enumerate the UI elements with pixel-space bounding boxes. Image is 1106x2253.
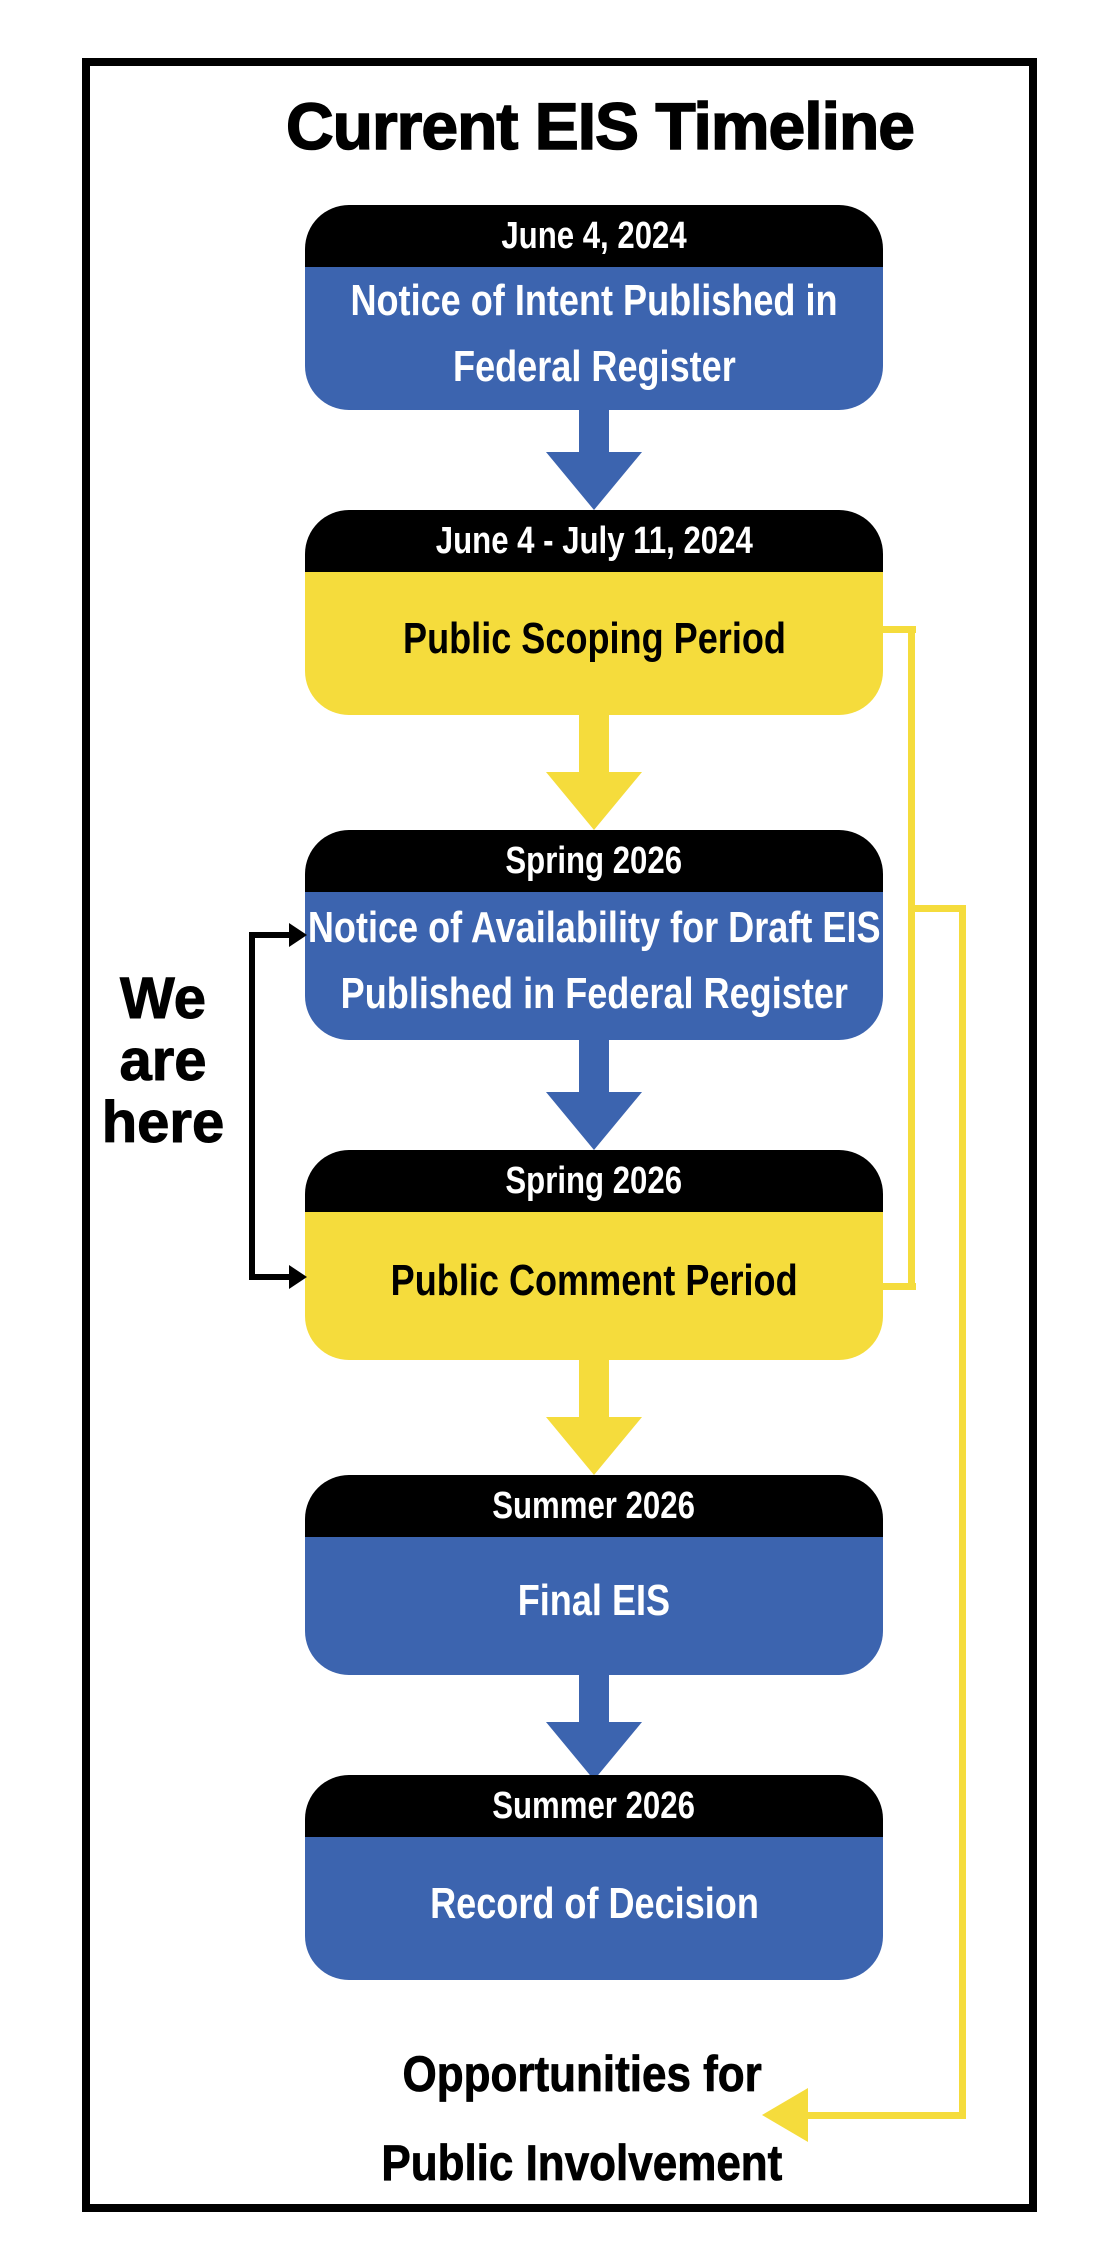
connector-stub-to-comment [872,1283,916,1290]
down-arrow-blue-3-icon [546,1092,642,1150]
public-involvement-line: Public Involvement [381,2135,783,2192]
we-are-here-line: are [119,1028,207,1093]
step-date: June 4, 2024 [501,214,687,257]
step-date-header: Spring 2026 [305,830,883,892]
connector-branch-horizontal [908,905,966,912]
we-are-here-line: We [120,966,207,1031]
step-body: Notice of Intent Published in Federal Re… [305,267,883,410]
step-box-noa-draft-eis: Spring 2026 Notice of Availability for D… [305,830,883,1040]
step-box-public-comment: Spring 2026 Public Comment Period [305,1150,883,1360]
step-box-record-of-decision: Summer 2026 Record of Decision [305,1775,883,1980]
we-are-here-line: here [101,1090,225,1155]
public-involvement-line: Opportunities for [402,2046,762,2103]
step-body: Public Scoping Period [305,572,883,715]
outer-border [82,58,1037,2212]
down-arrow-yellow-4-icon [546,1417,642,1475]
page-title: Current EIS Timeline [285,88,915,164]
step-date-header: Summer 2026 [305,1775,883,1837]
down-arrow-blue-1-icon [546,452,642,510]
step-date: June 4 - July 11, 2024 [435,519,753,562]
step-date: Spring 2026 [505,1159,683,1202]
step-label-line: Final EIS [517,1576,671,1625]
flow-arrow-2-shaft [579,715,609,775]
step-label-line: Public Scoping Period [402,613,786,663]
bracket-vertical [249,932,255,1280]
flow-arrow-1-shaft [579,410,609,455]
flow-arrow-5-shaft [579,1675,609,1725]
step-label-line: Published in Federal Register [340,969,848,1018]
step-date: Summer 2026 [492,1484,696,1527]
step-date: Spring 2026 [505,839,683,882]
bracket-bottom-horizontal [249,1274,291,1280]
down-arrow-blue-5-icon [546,1722,642,1780]
public-involvement-label: Opportunities for Public Involvement [332,2036,832,2214]
connector-stub-from-scoping [872,626,916,633]
flow-arrow-4-shaft [579,1360,609,1420]
step-date: Summer 2026 [492,1784,696,1827]
we-are-here-label: We are here [63,966,263,1155]
flow-arrow-3-shaft [579,1040,609,1095]
step-body: Public Comment Period [305,1212,883,1360]
step-box-public-scoping: June 4 - July 11, 2024 Public Scoping Pe… [305,510,883,715]
connector-bottom-horizontal [802,2112,966,2119]
connector-outer-vertical [959,905,966,2119]
connector-inner-vertical [908,626,915,1290]
step-body: Notice of Availability for Draft EIS Pub… [305,892,883,1040]
step-date-header: June 4 - July 11, 2024 [305,510,883,572]
step-label-line: Notice of Availability for Draft EIS [307,903,881,952]
step-body: Final EIS [305,1537,883,1675]
down-arrow-yellow-2-icon [546,772,642,830]
bracket-top-arrowhead-icon [289,923,307,947]
step-date-header: June 4, 2024 [305,205,883,267]
step-label-line: Record of Decision [429,1878,759,1928]
public-involvement-arrowhead-icon [762,2088,808,2142]
step-date-header: Summer 2026 [305,1475,883,1537]
bracket-top-horizontal [249,932,291,938]
bracket-bottom-arrowhead-icon [289,1265,307,1289]
step-box-notice-of-intent: June 4, 2024 Notice of Intent Published … [305,205,883,410]
step-label-line: Federal Register [452,341,736,391]
step-box-final-eis: Summer 2026 Final EIS [305,1475,883,1675]
step-date-header: Spring 2026 [305,1150,883,1212]
step-label-line: Public Comment Period [390,1256,798,1305]
step-body: Record of Decision [305,1837,883,1980]
step-label-line: Notice of Intent Published in [350,275,838,325]
